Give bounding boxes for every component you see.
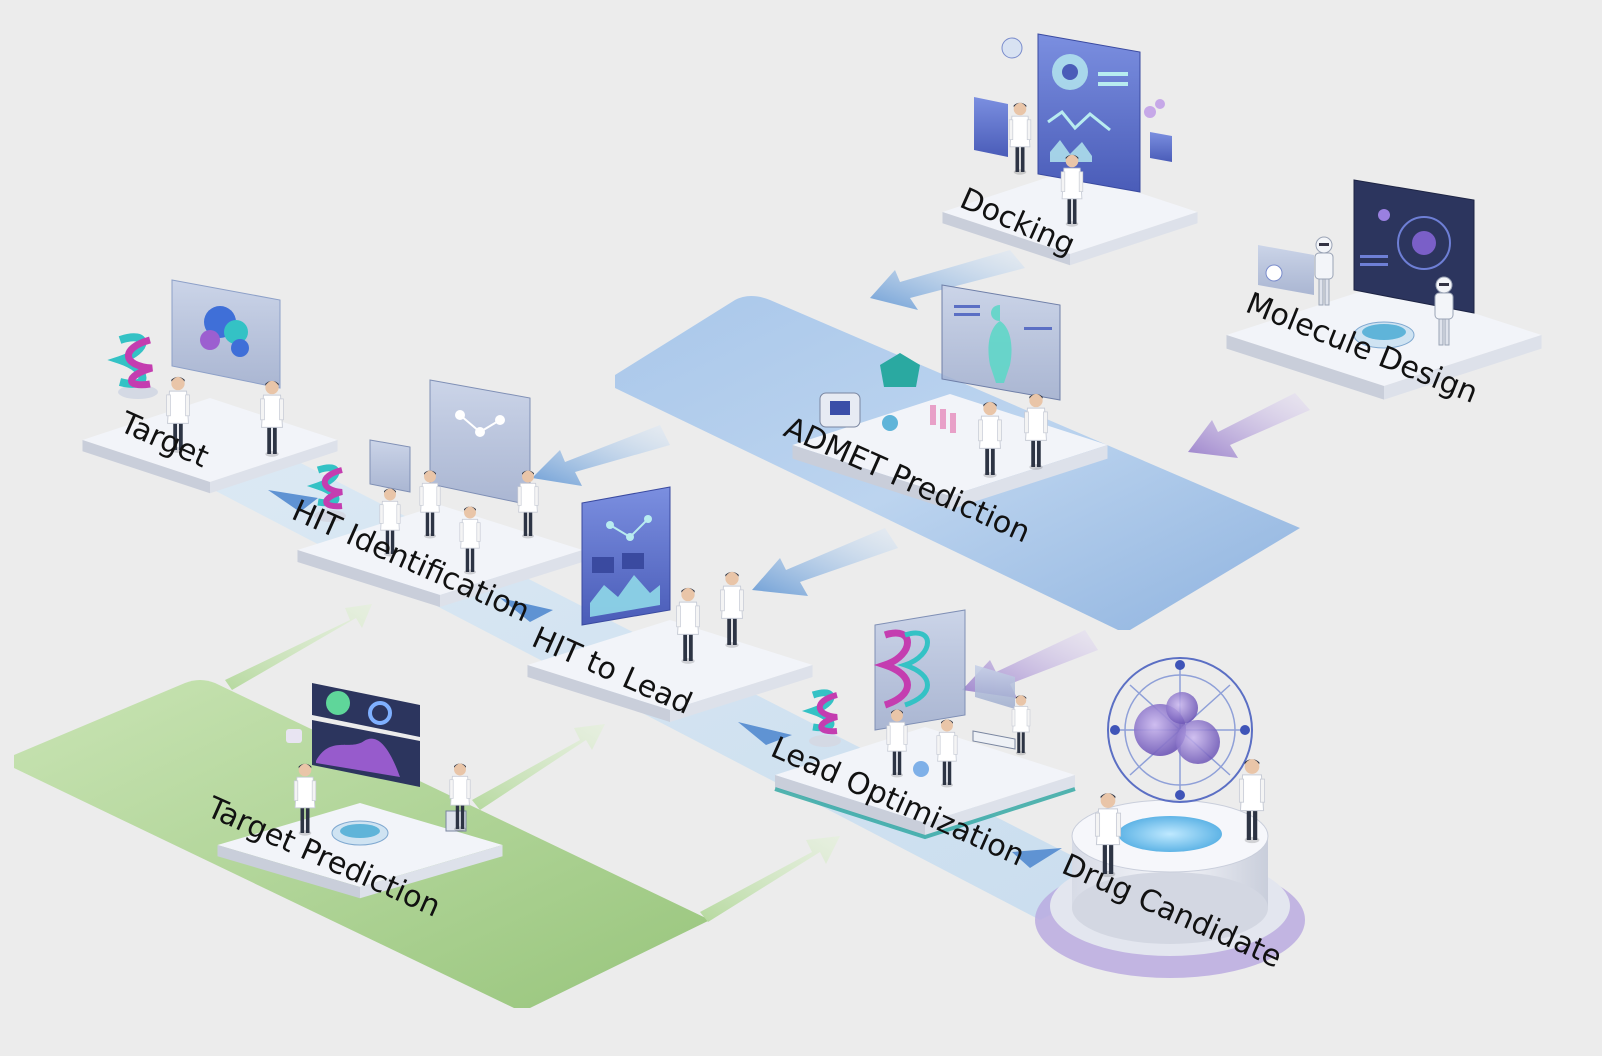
screen-panel-icon	[171, 279, 281, 389]
arrow-target-prediction-to-lead-optimization	[700, 836, 840, 922]
track-arrow-heads	[268, 490, 1062, 868]
lab-instrument-icon	[819, 353, 956, 433]
arrow-molecule-design-to-admet	[1188, 393, 1310, 458]
arrow-admet-to-hit-to-lead	[752, 528, 898, 596]
stage-molecule-design[interactable]: Molecule Design	[1226, 179, 1542, 411]
molecule-sphere-icon	[1107, 657, 1253, 803]
screen-panel-icon	[873, 609, 1015, 731]
screen-panel-icon	[941, 284, 1061, 401]
stage-target[interactable]: Target	[82, 279, 338, 494]
stage-docking[interactable]: Docking	[942, 33, 1198, 266]
lab-instrument-icon	[1353, 321, 1415, 349]
protein-helix-icon	[306, 464, 346, 522]
arrow-target-prediction-to-hit-to-lead	[472, 724, 605, 810]
arrow-admet-to-hit-identification	[532, 425, 670, 486]
protein-helix-icon	[107, 333, 158, 399]
screen-panel-icon	[974, 33, 1172, 193]
lab-instrument-icon	[913, 730, 1016, 777]
screen-panel-icon	[581, 486, 671, 626]
lab-instrument-icon	[331, 810, 467, 846]
screen-panel-icon	[369, 379, 531, 506]
arrow-docking-to-admet	[870, 250, 1025, 310]
screen-panel-icon	[286, 683, 420, 787]
arrow-target-prediction-to-hit-identification	[225, 604, 372, 690]
stage-drug-candidate[interactable]: Drug Candidate	[1035, 657, 1305, 978]
protein-helix-icon	[801, 689, 841, 747]
